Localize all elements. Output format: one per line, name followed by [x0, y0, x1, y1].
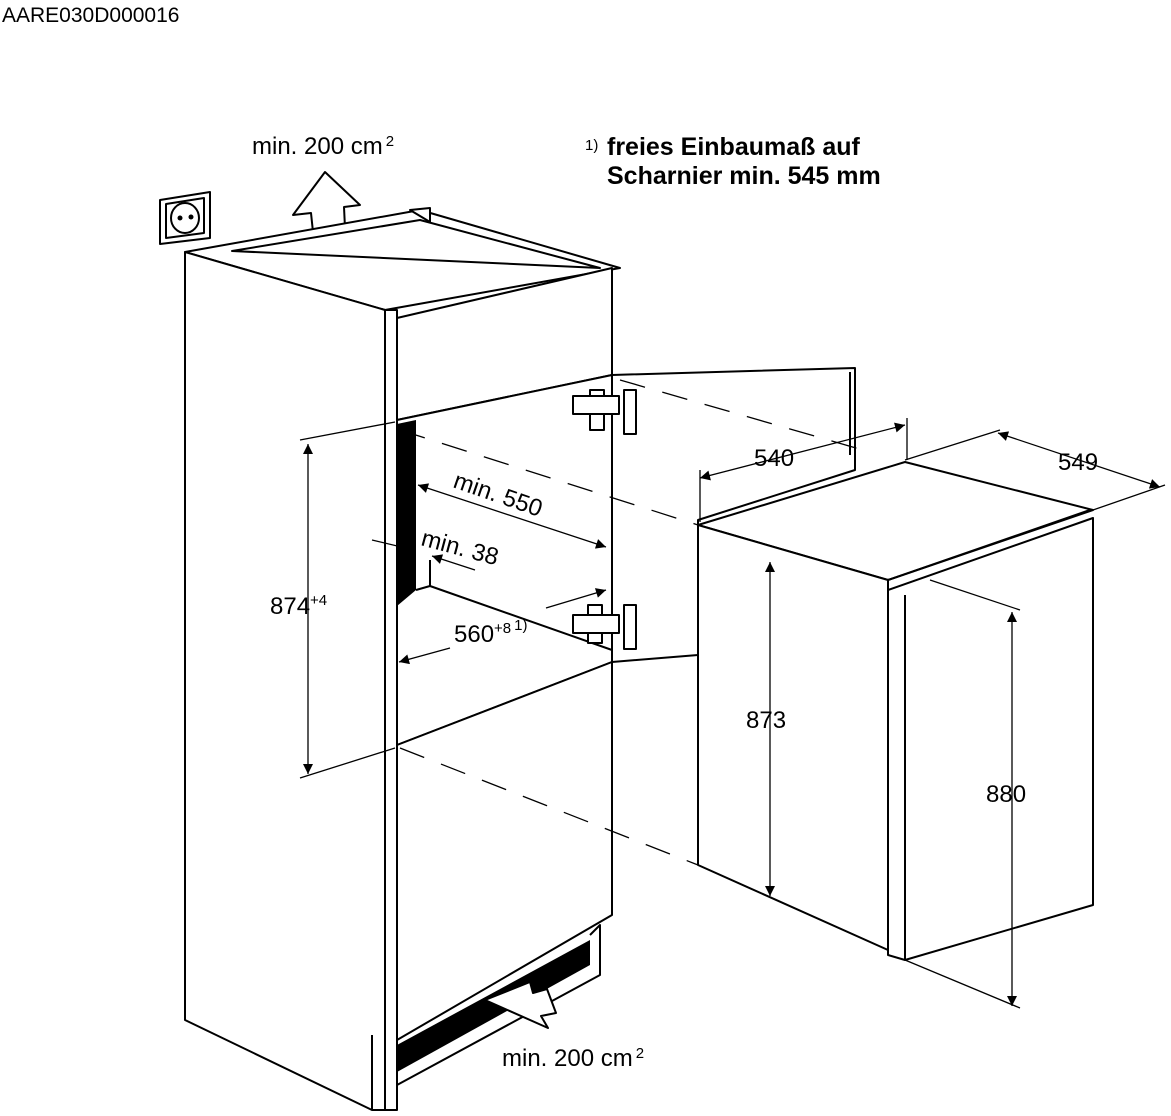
- appliance-total-height-label: 880: [986, 781, 1026, 808]
- kitchen-cabinet: [184, 207, 621, 1111]
- niche-height-label: 874+4: [270, 592, 327, 620]
- footnote-line1: freies Einbaumaß auf: [607, 133, 861, 161]
- document-code: AARE030D000016: [2, 4, 179, 27]
- appliance-width-label: 540: [754, 445, 794, 472]
- appliance-depth-label: 549: [1058, 449, 1098, 476]
- ventilation-inlet-arrow-icon: [484, 981, 557, 1029]
- power-socket-icon: [159, 191, 211, 245]
- hinge-top-icon: [572, 389, 637, 435]
- footnote-line2: Scharnier min. 545 mm: [607, 162, 881, 190]
- hinge-bottom-icon: [572, 604, 637, 650]
- ventilation-up-arrow-icon: [292, 171, 361, 233]
- refrigerator-appliance: [697, 461, 1094, 961]
- appliance-body-height-label: 873: [746, 707, 786, 734]
- dimension-lines: [299, 418, 1166, 1009]
- footnote-marker: 1): [585, 137, 598, 154]
